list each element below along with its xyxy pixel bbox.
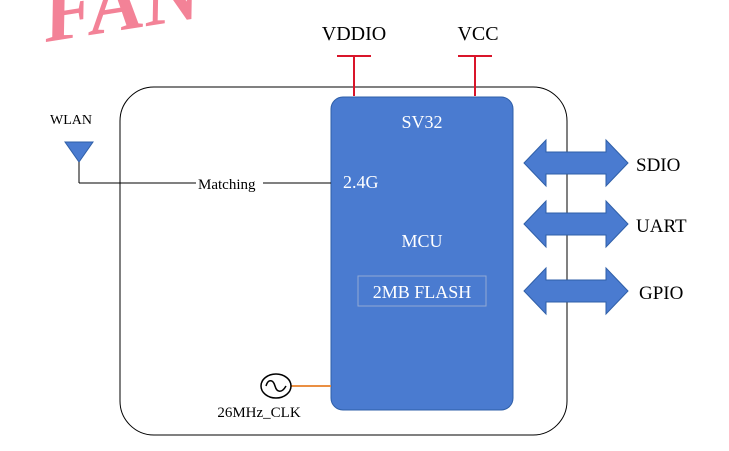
uart-label: UART: [636, 216, 687, 237]
matching-label: Matching: [198, 177, 256, 193]
chip-name: SV32: [401, 112, 442, 132]
module-outline: [119, 86, 568, 436]
vddio-pin: [337, 55, 371, 96]
sdio-label: SDIO: [636, 155, 680, 176]
gpio-label: GPIO: [639, 283, 683, 304]
oscillator-icon: [260, 373, 292, 399]
gpio-arrow: [523, 266, 629, 316]
flash-label: 2MB FLASH: [373, 282, 472, 302]
uart-arrow: [523, 199, 629, 249]
oscillator-wave-icon: [265, 380, 287, 392]
sv32-chip: [330, 96, 514, 411]
sdio-arrow: [523, 138, 629, 188]
vddio-label: VDDIO: [322, 23, 386, 45]
watermark-logo: FAN: [34, 0, 211, 60]
flash-box: [357, 275, 487, 307]
clock-label: 26MHz_CLK: [217, 405, 300, 421]
vcc-label: VCC: [457, 23, 498, 45]
wlan-label: WLAN: [50, 113, 92, 128]
mcu-label: MCU: [401, 231, 442, 251]
antenna-icon: [64, 141, 94, 163]
vcc-pin: [458, 55, 492, 96]
rf-label: 2.4G: [343, 172, 379, 192]
